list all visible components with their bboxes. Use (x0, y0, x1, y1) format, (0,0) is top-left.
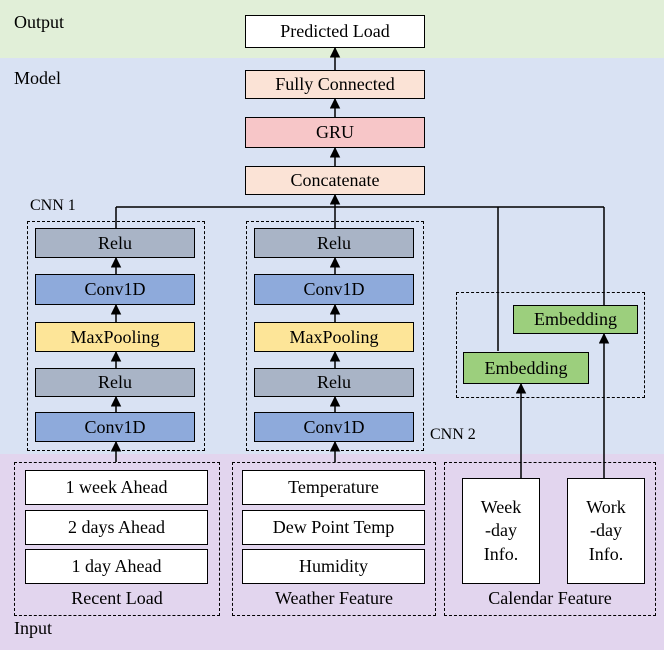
predicted-load-box: Predicted Load (245, 15, 425, 48)
weekday-info-line-3: Info. (483, 543, 519, 564)
workday-info-box: Work -day Info. (567, 478, 645, 584)
workday-info-line-2: -day (590, 520, 622, 541)
concatenate-box: Concatenate (245, 166, 425, 195)
weekday-info-box: Week -day Info. (462, 478, 540, 584)
workday-info-line-3: Info. (588, 543, 624, 564)
weather-item-humidity: Humidity (242, 549, 425, 584)
cnn2-title: CNN 2 (430, 426, 476, 443)
cnn1-maxpooling: MaxPooling (35, 322, 195, 352)
cnn1-title: CNN 1 (30, 197, 76, 214)
cnn2-maxpooling: MaxPooling (254, 322, 414, 352)
cnn1-relu-top: Relu (35, 228, 195, 258)
embedding-box-weekday: Embedding (463, 352, 589, 384)
cnn2-conv1d-top: Conv1D (254, 274, 414, 305)
model-label: Model (14, 68, 61, 88)
cnn1-frame (27, 221, 205, 451)
calendar-title: Calendar Feature (488, 588, 612, 608)
embedding-frame (456, 292, 645, 398)
cnn2-relu-bottom: Relu (254, 368, 414, 397)
cnn1-conv1d-bottom: Conv1D (35, 412, 195, 442)
output-label: Output (14, 12, 65, 32)
cnn2-conv1d-bottom: Conv1D (254, 412, 414, 442)
gru-box: GRU (245, 117, 425, 148)
recent-load-item-2days: 2 days Ahead (25, 510, 208, 545)
cnn2-relu-top: Relu (254, 228, 414, 258)
weather-item-dewpoint: Dew Point Temp (242, 510, 425, 545)
input-label: Input (14, 618, 52, 638)
recent-load-item-1week: 1 week Ahead (25, 470, 208, 505)
fully-connected-box: Fully Connected (245, 70, 425, 99)
weather-title: Weather Feature (275, 588, 393, 608)
weekday-info-line-2: -day (485, 520, 517, 541)
cnn2-frame (246, 221, 424, 451)
cnn1-conv1d-top: Conv1D (35, 274, 195, 305)
weather-item-temperature: Temperature (242, 470, 425, 505)
weekday-info-line-1: Week (480, 497, 522, 518)
weather-frame (232, 462, 436, 616)
workday-info-line-1: Work (586, 497, 626, 518)
embedding-box-workday: Embedding (513, 305, 638, 334)
recent-load-frame (14, 462, 220, 616)
cnn1-relu-bottom: Relu (35, 368, 195, 397)
calendar-frame (444, 462, 656, 616)
recent-load-item-1day: 1 day Ahead (25, 549, 208, 584)
recent-load-title: Recent Load (71, 588, 163, 608)
